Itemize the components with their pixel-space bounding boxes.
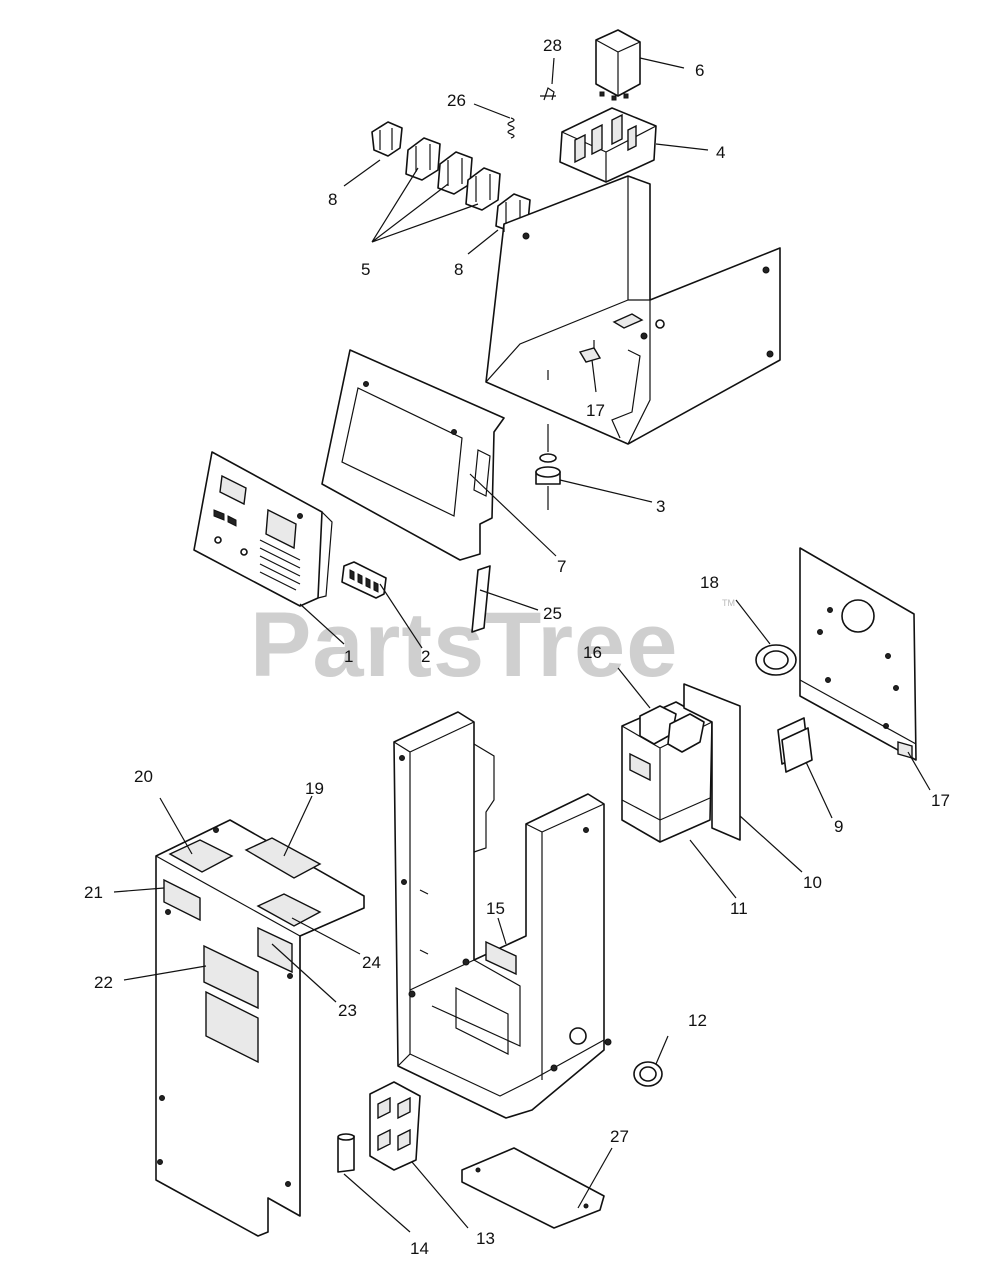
- callout-4: 4: [716, 143, 725, 162]
- part-5-terminal-block-c[interactable]: [465, 167, 501, 211]
- part-26-spring[interactable]: [507, 117, 515, 139]
- part-25-strip[interactable]: [471, 565, 491, 633]
- callout-28: 28: [543, 36, 562, 55]
- callout-16: 16: [583, 643, 602, 662]
- part-1-controller-panel[interactable]: [193, 451, 333, 607]
- callout-17-right: 17: [931, 791, 950, 810]
- callout-9: 9: [834, 817, 843, 836]
- callout-22: 22: [94, 973, 113, 992]
- callout-8-right: 8: [454, 260, 463, 279]
- part-10-insulator-sheet[interactable]: [683, 683, 741, 841]
- callout-17-top: 17: [586, 401, 605, 420]
- part-27-cover-plate[interactable]: [461, 1147, 605, 1229]
- callout-19: 19: [305, 779, 324, 798]
- decal-warning[interactable]: [205, 990, 259, 1064]
- part-3-standoff[interactable]: [535, 424, 561, 510]
- watermark: PartsTree: [250, 594, 678, 696]
- upper-chassis-tray[interactable]: [485, 175, 781, 445]
- callout-18: 18: [700, 573, 719, 592]
- callout-20: 20: [134, 767, 153, 786]
- callout-12: 12: [688, 1011, 707, 1030]
- part-17-side-plate[interactable]: [799, 547, 917, 761]
- decal-19[interactable]: [244, 837, 322, 879]
- part-7-bezel-frame[interactable]: [321, 349, 505, 561]
- callout-6: 6: [695, 61, 704, 80]
- callout-5: 5: [361, 260, 370, 279]
- lower-enclosure[interactable]: [393, 711, 612, 1119]
- callout-7: 7: [557, 557, 566, 576]
- callout-2: 2: [421, 647, 430, 666]
- watermark-trademark: TM: [722, 598, 735, 608]
- decal-21[interactable]: [163, 878, 201, 922]
- callout-11: 11: [730, 899, 748, 918]
- part-2-connector[interactable]: [341, 561, 387, 599]
- part-28-clip[interactable]: [540, 87, 556, 101]
- decal-20[interactable]: [168, 839, 234, 873]
- callout-8-left: 8: [328, 190, 337, 209]
- part-5-terminal-block-a[interactable]: [405, 137, 441, 181]
- decal-22[interactable]: [203, 944, 259, 1010]
- leader-lines: [113, 57, 931, 1233]
- callout-25: 25: [543, 604, 562, 623]
- part-13-fuse-holder[interactable]: [369, 1081, 421, 1171]
- front-cover[interactable]: [155, 819, 365, 1237]
- callout-21: 21: [84, 883, 103, 902]
- callout-26: 26: [447, 91, 466, 110]
- part-14-fuse[interactable]: [337, 1133, 355, 1173]
- decal-23[interactable]: [257, 926, 293, 974]
- callout-14: 14: [410, 1239, 429, 1258]
- callout-23: 23: [338, 1001, 357, 1020]
- part-18-grommet[interactable]: [755, 644, 797, 676]
- callout-13: 13: [476, 1229, 495, 1248]
- part-6-relay[interactable]: [595, 29, 641, 101]
- callout-labels: 28 6 26 4 8 5 8 17 3 7 25 1 2 18 16 17 9…: [84, 36, 950, 1258]
- callout-1: 1: [344, 647, 353, 666]
- callout-15: 15: [486, 899, 505, 918]
- callout-27: 27: [610, 1127, 629, 1146]
- callout-10: 10: [803, 873, 822, 892]
- callout-3: 3: [656, 497, 665, 516]
- part-12-bushing[interactable]: [633, 1061, 663, 1087]
- decal-24[interactable]: [256, 893, 322, 927]
- part-9-bracket[interactable]: [777, 717, 813, 773]
- callout-24: 24: [362, 953, 381, 972]
- part-16-breaker-terminal[interactable]: [639, 705, 705, 753]
- part-8-terminal-end-left[interactable]: [371, 121, 403, 157]
- part-4-relay-socket[interactable]: [559, 107, 657, 183]
